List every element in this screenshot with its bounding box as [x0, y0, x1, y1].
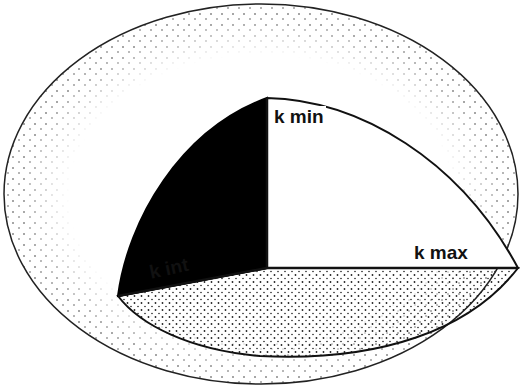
outer-ellipse — [4, 4, 518, 384]
axis-label-min: k min — [272, 106, 326, 127]
black-face — [118, 98, 267, 296]
axis-label-max: k max — [412, 242, 470, 263]
k-max-axis — [267, 267, 518, 270]
top-face — [267, 98, 518, 268]
k-min-axis — [266, 98, 269, 268]
k-int-axis — [118, 268, 267, 296]
